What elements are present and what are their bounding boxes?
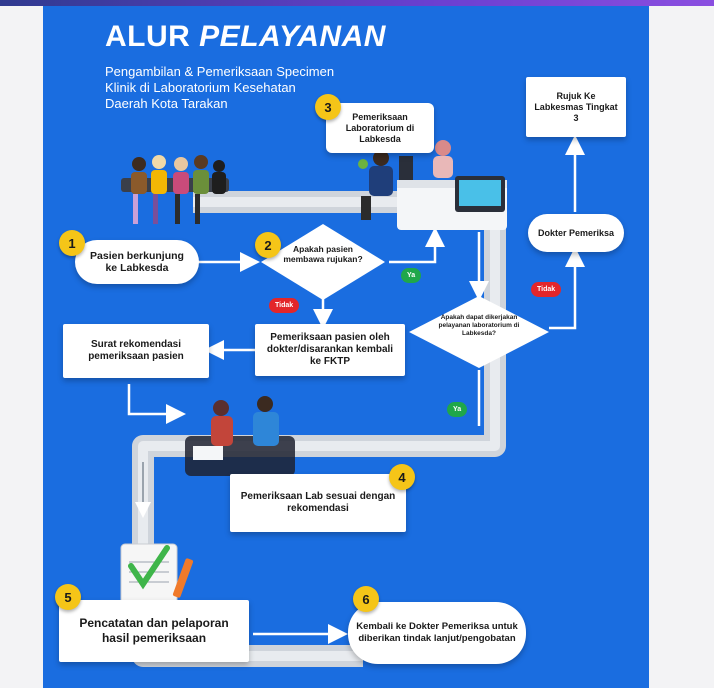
arrow-surat-to-lab [127, 384, 186, 424]
surat-rekomendasi-label: Surat rekomendasi pemeriksaan pasien [88, 339, 184, 362]
page-subtitle: Pengambilan & Pemeriksaan Specimen Klini… [105, 64, 365, 112]
infographic-poster: ALUR PELAYANAN Pengambilan & Pemeriksaan… [43, 6, 649, 688]
decision-lab-question: Apakah dapat dikerjakan pelayanan labora… [438, 314, 520, 337]
patients-illustration [121, 155, 229, 224]
subtitle-line: Daerah Kota Tarakan [105, 96, 228, 111]
step-4-box: Pemeriksaan Lab sesuai dengan rekomendas… [230, 474, 406, 532]
dokter-pemeriksa-box: Dokter Pemeriksa [528, 214, 624, 252]
step-2-number: 2 [255, 232, 281, 258]
step-1-box: Pasien berkunjung ke Labkesda [75, 240, 199, 284]
step-1-label: Pasien berkunjung ke Labkesda [90, 250, 184, 274]
notebook-illustration [120, 543, 194, 609]
rujuk-label: Rujuk Ke Labkesmas Tingkat 3 [534, 90, 618, 123]
title-italic: PELAYANAN [199, 20, 386, 53]
step-6-number: 6 [353, 586, 379, 612]
step-1-number: 1 [59, 230, 85, 256]
step-3-box: Pemeriksaan Laboratorium di Labkesda [326, 103, 434, 153]
step-5-number: 5 [55, 584, 81, 610]
window-top-bar [0, 0, 714, 6]
rujuk-box: Rujuk Ke Labkesmas Tingkat 3 [526, 77, 626, 137]
arrow-decision-to-dokter [549, 247, 585, 330]
subtitle-line: Klinik di Laboratorium Kesehatan [105, 80, 296, 95]
decision-diamond-2 [261, 224, 385, 300]
exam-illustration [185, 396, 295, 476]
yes-badge: Ya [447, 402, 468, 417]
step-5-label: Pencatatan dan pelaporan hasil pemeriksa… [79, 616, 229, 645]
dokter-fktp-box: Pemeriksaan pasien oleh dokter/disaranka… [255, 324, 405, 376]
arrow-2-to-3 [389, 227, 445, 264]
no-badge: Tidak [269, 298, 300, 313]
surat-rekomendasi-box: Surat rekomendasi pemeriksaan pasien [63, 324, 209, 378]
decision-diamond-lab [409, 296, 549, 368]
step-2-question: Apakah pasien membawa rujukan? [283, 244, 363, 264]
no-badge: Tidak [531, 282, 562, 297]
step-3-number: 3 [315, 94, 341, 120]
step-3-label: Pemeriksaan Laboratorium di Labkesda [345, 111, 415, 144]
subtitle-line: Pengambilan & Pemeriksaan Specimen [105, 64, 335, 79]
step-4-label: Pemeriksaan Lab sesuai dengan rekomendas… [240, 491, 396, 514]
lab-counter-illustration [358, 140, 507, 230]
step-6-box: Kembali ke Dokter Pemeriksa untuk diberi… [348, 602, 526, 664]
step-6-label: Kembali ke Dokter Pemeriksa untuk diberi… [356, 621, 518, 644]
title-plain: ALUR [105, 20, 191, 53]
step-4-number: 4 [389, 464, 415, 490]
yes-badge: Ya [401, 268, 422, 283]
page-title: ALUR PELAYANAN [105, 20, 386, 54]
step-5-box: Pencatatan dan pelaporan hasil pemeriksa… [59, 600, 249, 662]
dokter-fktp-label: Pemeriksaan pasien oleh dokter/disaranka… [266, 332, 394, 367]
dokter-pemeriksa-label: Dokter Pemeriksa [537, 228, 615, 238]
